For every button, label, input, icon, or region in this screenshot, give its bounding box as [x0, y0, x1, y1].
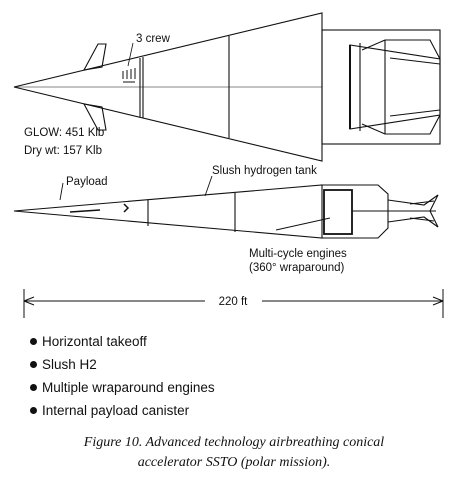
crew-windows: [122, 68, 136, 83]
feature-item: Slush H2: [30, 353, 215, 376]
crew-label: 3 crew: [136, 33, 171, 45]
payload-canister: [69, 209, 101, 213]
lower-canard: [82, 103, 107, 131]
feature-list: Horizontal takeoff Slush H2 Multiple wra…: [30, 330, 215, 422]
feature-item: Internal payload canister: [30, 399, 215, 422]
engines-label: Multi-cycle engines: [249, 248, 347, 260]
side-view: [13, 184, 439, 239]
feature-item: Multiple wraparound engines: [30, 376, 215, 399]
glow-label: GLOW: 451 Klb: [24, 127, 104, 139]
length-dimension: [23, 289, 444, 318]
payload-label: Payload: [66, 176, 108, 188]
tank-label: Slush hydrogen tank: [212, 165, 317, 177]
caption-line-2: accelerator SSTO (polar mission).: [137, 455, 331, 470]
figure-caption: Figure 10. Advanced technology airbreath…: [0, 433, 468, 473]
upper-canard: [82, 43, 107, 71]
top-view: [13, 12, 441, 162]
caption-line-1: Figure 10. Advanced technology airbreath…: [83, 435, 385, 450]
leader-lines: [59, 175, 331, 231]
side-view-fuselage: [13, 184, 323, 239]
engines-sublabel: (360° wraparound): [249, 262, 345, 274]
feature-item: Horizontal takeoff: [30, 330, 215, 353]
top-engine-block: [321, 29, 441, 145]
dry-weight-label: Dry wt: 157 Klb: [24, 145, 102, 157]
vehicle-diagram: 3 crew GLOW: 451 Klb Dry wt: 157 Klb Pay…: [13, 12, 444, 318]
length-label: 220 ft: [219, 296, 249, 308]
